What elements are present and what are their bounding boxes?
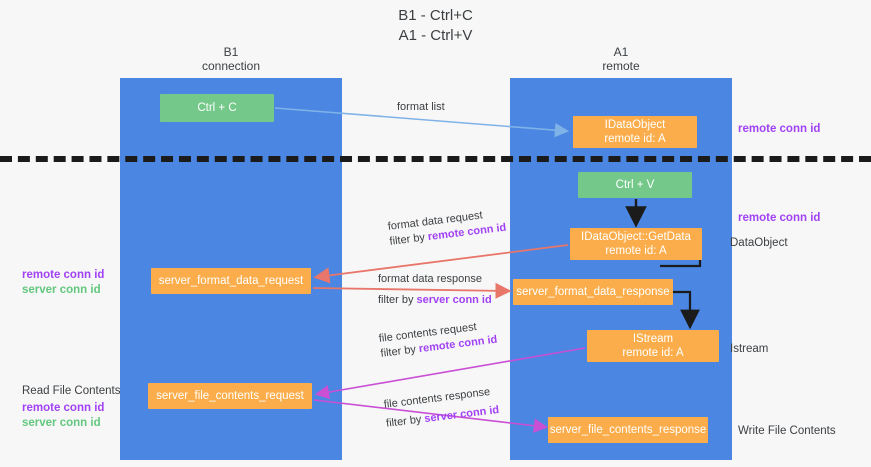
node-idataobject[interactable]: IDataObject remote id: A: [573, 116, 697, 148]
node-ctrl-v[interactable]: Ctrl + V: [578, 172, 692, 198]
node-format-data-request-label: server_format_data_request: [158, 275, 304, 287]
node-istream-label: IStream: [632, 333, 674, 345]
arrow-format-data-request: [313, 244, 569, 284]
section-divider: [0, 156, 871, 162]
lane-a1-sub: remote: [602, 59, 640, 73]
node-ctrl-c-label: Ctrl + C: [197, 102, 237, 114]
node-ctrl-v-label: Ctrl + V: [615, 179, 655, 191]
annotation-left-remote-conn-id-2: remote conn id: [22, 402, 105, 414]
node-server-format-data-request[interactable]: server_format_data_request: [151, 268, 311, 294]
annotation-dataobject: DataObject: [730, 237, 788, 249]
node-getdata-sub: remote id: A: [605, 245, 667, 257]
node-file-contents-response-label: server_file_contents_response: [549, 424, 707, 436]
node-format-data-response-label: server_format_data_response: [516, 286, 670, 298]
arrow-format-data-response: [312, 282, 512, 299]
edge-label-fdresp-text: format data response: [378, 273, 482, 285]
node-idataobject-label: IDataObject: [604, 119, 666, 131]
annotation-left-ids-top: remote conn id server conn id: [22, 268, 104, 298]
arrow-file-contents-request: [314, 347, 586, 400]
arrow-file-contents-response: [313, 399, 549, 433]
node-idataobject-sub: remote id: A: [604, 133, 666, 145]
annotation-left-remote-conn-id-1: remote conn id: [22, 269, 105, 281]
title-line-1: B1 - Ctrl+C: [398, 7, 473, 24]
annotation-remote-conn-id-mid: remote conn id: [738, 212, 821, 224]
edge-label-format-list: format list: [397, 100, 445, 115]
lane-header-a1: A1 remote: [510, 45, 732, 73]
node-istream[interactable]: IStream remote id: A: [587, 330, 719, 362]
arrow-format-list: [274, 107, 570, 138]
node-istream-sub: remote id: A: [622, 347, 684, 359]
node-file-contents-request-label: server_file_contents_request: [156, 390, 304, 402]
node-getdata-label: IDataObject::GetData: [581, 231, 691, 243]
lane-header-b1: B1 connection: [120, 45, 342, 73]
node-idataobject-getdata[interactable]: IDataObject::GetData remote id: A: [570, 228, 702, 260]
annotation-left-ids-bottom: remote conn id server conn id: [22, 401, 104, 431]
edge-label-fcresp-filter-prefix: filter by: [385, 413, 426, 430]
node-server-format-data-response[interactable]: server_format_data_response: [513, 279, 673, 305]
lane-a1-name: A1: [613, 45, 629, 59]
edge-label-fdreq-filter-prefix: filter by: [388, 231, 429, 248]
annotation-read-file-contents: Read File Contents: [22, 385, 121, 397]
lane-b1-name: B1: [223, 45, 239, 59]
annotation-left-server-conn-id-1: server conn id: [22, 284, 101, 296]
title-line-2: A1 - Ctrl+V: [398, 27, 473, 44]
page-title: B1 - Ctrl+C A1 - Ctrl+V: [0, 6, 871, 46]
node-ctrl-c[interactable]: Ctrl + C: [160, 94, 274, 122]
edge-label-fdresp-filter-prefix: filter by: [378, 294, 417, 306]
edge-label-format-list-text: format list: [397, 101, 445, 113]
edge-label-fdresp-filter-id: server conn id: [416, 294, 492, 306]
lane-b1-sub: connection: [201, 59, 261, 73]
node-server-file-contents-response[interactable]: server_file_contents_response: [548, 417, 708, 443]
annotation-istream: Istream: [730, 343, 769, 355]
arrow-response-to-istream: [673, 290, 700, 330]
node-server-file-contents-request[interactable]: server_file_contents_request: [148, 383, 312, 409]
annotation-write-file-contents: Write File Contents: [738, 425, 836, 437]
edge-label-format-data-response: format data response filter by server co…: [378, 272, 492, 308]
annotation-left-server-conn-id-2: server conn id: [22, 417, 101, 429]
annotation-remote-conn-id-top: remote conn id: [738, 123, 821, 135]
edge-label-fcreq-filter-prefix: filter by: [379, 343, 420, 360]
